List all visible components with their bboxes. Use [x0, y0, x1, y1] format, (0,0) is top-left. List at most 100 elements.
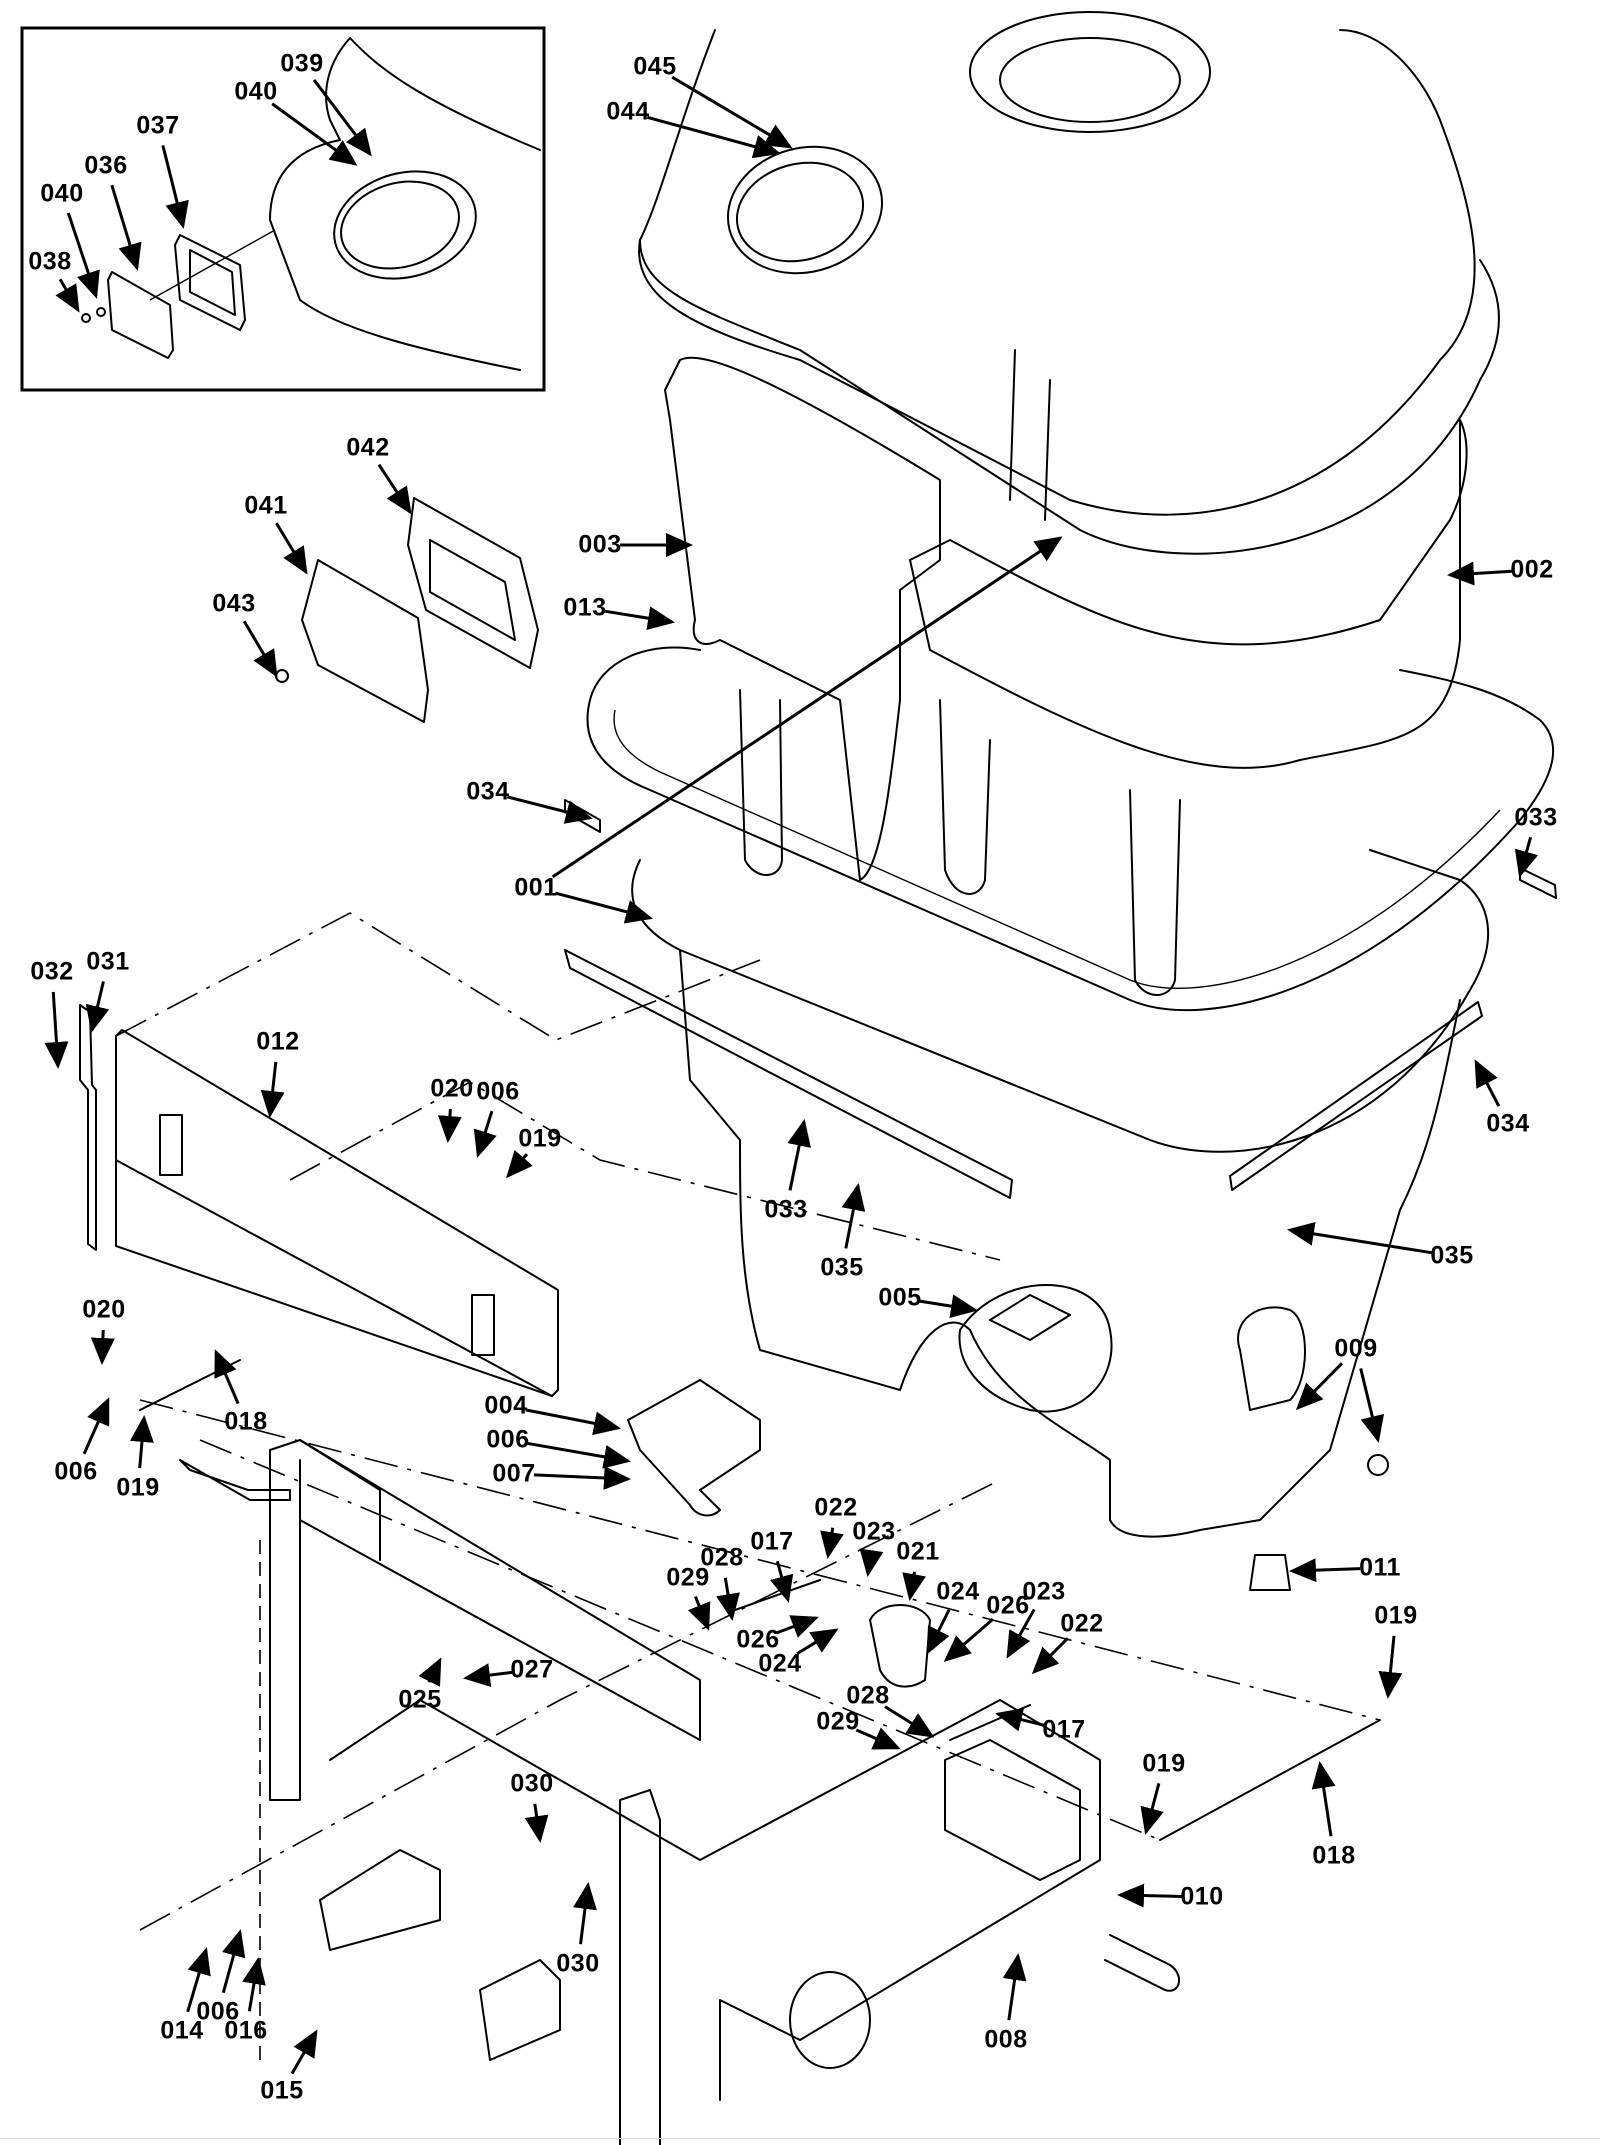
callout-label-011[interactable]: 011 [1359, 1553, 1401, 1582]
callout-label-028[interactable]: 028 [700, 1543, 744, 1572]
callout-label-034[interactable]: 034 [466, 777, 510, 806]
leader-arrow-021 [902, 1571, 926, 1601]
callout-label-036[interactable]: 036 [84, 151, 128, 180]
callout-label-006[interactable]: 006 [196, 1997, 240, 2026]
leader-arrow-011 [1289, 1558, 1361, 1583]
leader-arrow-006 [221, 1929, 246, 1994]
callout-label-029[interactable]: 029 [666, 1563, 710, 1592]
callout-label-041[interactable]: 041 [244, 491, 288, 520]
callout-label-035[interactable]: 035 [1430, 1241, 1474, 1270]
rod-018-right [1159, 1719, 1381, 1841]
callout-label-037[interactable]: 037 [136, 111, 180, 140]
callout-label-026[interactable]: 026 [736, 1625, 780, 1654]
callout-label-030[interactable]: 030 [556, 1949, 600, 1978]
callout-label-006[interactable]: 006 [54, 1457, 98, 1486]
callout-label-032[interactable]: 032 [30, 957, 74, 986]
callout-label-010[interactable]: 010 [1180, 1882, 1224, 1911]
callout-label-004[interactable]: 004 [484, 1391, 528, 1420]
hopper-bins [664, 356, 1468, 996]
callout-label-018[interactable]: 018 [224, 1407, 268, 1436]
callout-label-026[interactable]: 026 [986, 1591, 1030, 1620]
callout-label-019[interactable]: 019 [518, 1124, 562, 1153]
leader-arrow-002 [1447, 561, 1513, 586]
inset-port-inner [340, 180, 460, 270]
frame-013-inner [613, 709, 1501, 989]
callout-label-017[interactable]: 017 [750, 1527, 794, 1556]
rod-018-left [139, 1359, 241, 1411]
callout-label-006[interactable]: 006 [476, 1077, 520, 1106]
callout-label-005[interactable]: 005 [878, 1283, 922, 1312]
access-panels [275, 497, 539, 723]
callout-label-018[interactable]: 018 [1312, 1841, 1356, 1870]
callout-label-016[interactable]: 016 [224, 2016, 268, 2045]
callout-label-033[interactable]: 033 [1514, 803, 1558, 832]
callout-label-039[interactable]: 039 [280, 49, 324, 78]
callout-label-006[interactable]: 006 [486, 1425, 530, 1454]
callout-label-042[interactable]: 042 [346, 433, 390, 462]
callout-label-001[interactable]: 001 [514, 873, 558, 902]
leader-arrow-040 [271, 102, 358, 166]
inset-tank-rim [269, 37, 521, 371]
leader-arrow-023 [1006, 1608, 1036, 1659]
leader-arrow-007 [533, 1465, 631, 1490]
callout-label-027[interactable]: 027 [510, 1655, 554, 1684]
callout-label-022[interactable]: 022 [814, 1493, 858, 1522]
callout-label-045[interactable]: 045 [633, 52, 677, 81]
lower-tank-mount-005 [958, 1284, 1113, 1413]
callout-label-033[interactable]: 033 [764, 1195, 808, 1224]
leader-arrow-029 [687, 1596, 711, 1631]
chassis-hole [789, 1971, 871, 2069]
callout-label-022[interactable]: 022 [1060, 1609, 1104, 1638]
drain-bulb [1237, 1306, 1306, 1411]
callout-label-021[interactable]: 021 [896, 1537, 940, 1566]
callout-label-031[interactable]: 031 [86, 947, 130, 976]
panel-012-slot-left [159, 1114, 183, 1176]
callout-label-015[interactable]: 015 [260, 2076, 304, 2105]
callout-label-020[interactable]: 020 [82, 1295, 126, 1324]
leader-arrow-041 [275, 522, 308, 575]
mount-plate-005 [989, 1294, 1071, 1341]
callout-label-019[interactable]: 019 [1374, 1601, 1418, 1630]
chassis-upright-left [269, 1439, 381, 1801]
leader-arrow-006 [527, 1441, 631, 1469]
callout-label-013[interactable]: 013 [563, 593, 607, 622]
callout-label-043[interactable]: 043 [212, 589, 256, 618]
callout-label-044[interactable]: 044 [606, 97, 650, 126]
panel-041 [301, 559, 429, 723]
callout-label-024[interactable]: 024 [936, 1577, 980, 1606]
callout-label-020[interactable]: 020 [430, 1074, 474, 1103]
callout-label-019[interactable]: 019 [1142, 1749, 1186, 1778]
callout-label-007[interactable]: 007 [492, 1459, 536, 1488]
callout-label-035[interactable]: 035 [820, 1253, 864, 1282]
callout-label-040[interactable]: 040 [40, 179, 84, 208]
callout-label-025[interactable]: 025 [398, 1685, 442, 1714]
callout-label-034[interactable]: 034 [1486, 1109, 1530, 1138]
callout-label-023[interactable]: 023 [1022, 1577, 1066, 1606]
leader-arrow-043 [242, 620, 278, 678]
callout-label-023[interactable]: 023 [852, 1517, 896, 1546]
leader-arrow-036 [110, 184, 142, 271]
callout-label-028[interactable]: 028 [846, 1681, 890, 1710]
callout-label-040[interactable]: 040 [234, 77, 278, 106]
leader-arrow-042 [377, 463, 412, 515]
callout-label-012[interactable]: 012 [256, 1027, 300, 1056]
callout-label-024[interactable]: 024 [758, 1649, 802, 1678]
leader-arrow-038 [55, 278, 80, 313]
leader-arrow-039 [312, 79, 372, 157]
callout-label-038[interactable]: 038 [28, 247, 72, 276]
callout-label-017[interactable]: 017 [1042, 1715, 1086, 1744]
callout-label-014[interactable]: 014 [160, 2016, 204, 2045]
leader-arrow-027 [463, 1663, 513, 1688]
callout-label-008[interactable]: 008 [984, 2025, 1028, 2054]
callout-label-002[interactable]: 002 [1510, 555, 1554, 584]
callout-label-019[interactable]: 019 [116, 1473, 160, 1502]
callout-label-009[interactable]: 009 [1334, 1334, 1378, 1363]
callout-label-030[interactable]: 030 [510, 1769, 554, 1798]
tank-top-lid [638, 29, 1476, 516]
callout-label-003[interactable]: 003 [578, 530, 622, 559]
callout-label-029[interactable]: 029 [816, 1707, 860, 1736]
leader-arrow-022 [820, 1527, 844, 1559]
tank-fill-port-inner [735, 161, 865, 263]
page-bottom-rule [0, 2138, 1600, 2139]
